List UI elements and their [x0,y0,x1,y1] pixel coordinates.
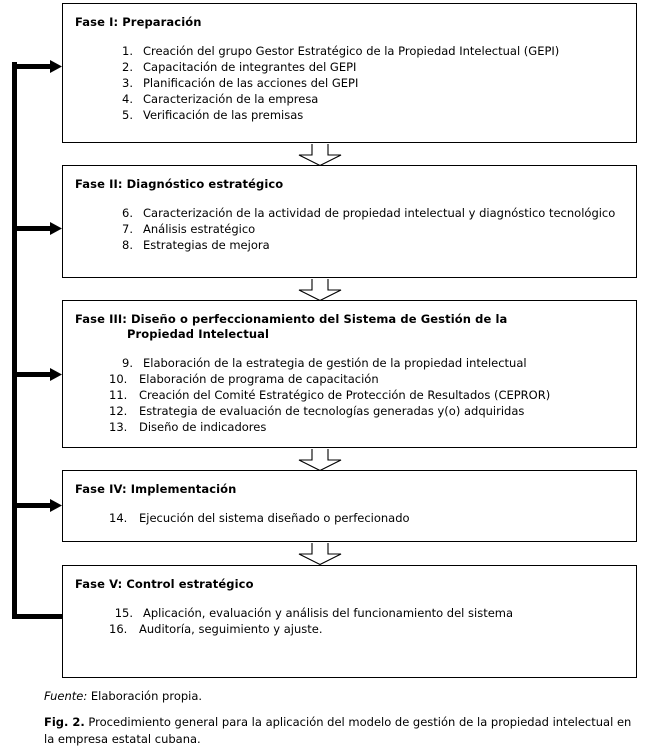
phase-title: Fase V: Control estratégico [75,577,254,591]
phase-title-continuation: Propiedad Intelectual [127,327,270,341]
down-block-arrow-icon [296,144,344,166]
list-item: 8. Estrategias de mejora [109,237,622,253]
phase-title: Fase II: Diagnóstico estratégico [75,177,284,191]
source-text: Elaboración propia. [87,689,203,703]
step-number: 3. [122,76,133,90]
step-text: Estrategia de evaluación de tecnologías … [139,404,525,418]
step-text: Aplicación, evaluación y análisis del fu… [143,606,514,620]
list-item: 7. Análisis estratégico [109,221,622,237]
step-text: Elaboración de la estrategia de gestión … [143,356,527,370]
figure-label: Fig. 2. [44,715,85,729]
step-list: 14. Ejecución del sistema diseñado o perf… [63,510,636,526]
step-number: 10. [109,372,128,386]
phase-title: Fase I: Preparación [75,15,202,29]
list-item: 16. Auditoría, seguimiento y ajuste. [109,621,622,637]
phase-title: Fase IV: Implementación [75,482,237,496]
step-text: Caracterización de la empresa [143,92,319,106]
step-number: 6. [122,206,133,220]
step-text: Creación del Comité Estratégico de Prote… [139,388,551,402]
list-item: 10. Elaboración de programa de capacitaci… [109,371,622,387]
step-number: 15. [114,606,133,620]
step-number: 16. [109,622,128,636]
step-text: Ejecución del sistema diseñado o perfeci… [139,511,410,525]
step-number: 9. [122,356,133,370]
step-list: 6. Caracterización de la actividad de pro… [63,205,636,253]
down-block-arrow-icon [296,543,344,565]
step-text: Estrategias de mejora [143,238,270,252]
figure-caption: Fig. 2. Procedimiento general para la ap… [44,714,634,748]
list-item: 15. Aplicación, evaluación y análisis del… [109,605,622,621]
list-item: 4. Caracterización de la empresa [109,91,622,107]
step-text: Análisis estratégico [143,222,256,236]
step-number: 13. [109,420,128,434]
flowchart-diagram: Fase I: Preparación 1. Creación del grupo… [0,0,637,690]
step-number: 2. [122,60,133,74]
feedback-loop-arrows-icon [0,0,70,690]
step-number: 1. [122,44,133,58]
step-text: Diseño de indicadores [139,420,267,434]
phase-box-fase-5: Fase V: Control estratégico 15. Aplicació… [62,565,637,678]
step-list: 15. Aplicación, evaluación y análisis del… [63,605,636,637]
step-text: Elaboración de programa de capacitación [139,372,379,386]
phase-title: Fase III: Diseño o perfeccionamiento del… [75,312,636,342]
list-item: 14. Ejecución del sistema diseñado o perf… [109,510,622,526]
list-item: 6. Caracterización de la actividad de pro… [109,205,622,221]
step-text: Verificación de las premisas [143,108,304,122]
list-item: 2. Capacitación de integrantes del GEPI [109,59,622,75]
step-number: 4. [122,92,133,106]
list-item: 9. Elaboración de la estrategia de gestió… [109,355,622,371]
list-item: 5. Verificación de las premisas [109,107,622,123]
step-text: Creación del grupo Gestor Estratégico de… [143,44,560,58]
list-item: 3. Planificación de las acciones del GEPI [109,75,622,91]
step-text: Auditoría, seguimiento y ajuste. [139,622,323,636]
step-number: 7. [122,222,133,236]
step-number: 12. [109,404,128,418]
phase-box-fase-2: Fase II: Diagnóstico estratégico 6. Carac… [62,165,637,278]
step-text: Planificación de las acciones del GEPI [143,76,359,90]
list-item: 11. Creación del Comité Estratégico de Pr… [109,387,622,403]
down-block-arrow-icon [296,279,344,301]
down-block-arrow-icon [296,449,344,471]
step-text: Caracterización de la actividad de propi… [143,206,616,220]
step-number: 11. [109,388,128,402]
source-line: Fuente: Elaboración propia. [44,688,634,704]
step-number: 5. [122,108,133,122]
figure-caption-block: Fuente: Elaboración propia. Fig. 2. Proc… [44,688,634,748]
step-number: 8. [122,238,133,252]
list-item: 1. Creación del grupo Gestor Estratégico … [109,43,622,59]
list-item: 12. Estrategia de evaluación de tecnologí… [109,403,622,419]
figure-caption-text: Procedimiento general para la aplicación… [44,715,632,746]
source-label: Fuente: [44,689,88,703]
step-text: Capacitación de integrantes del GEPI [143,60,357,74]
step-list: 9. Elaboración de la estrategia de gestió… [63,355,636,435]
phase-box-fase-1: Fase I: Preparación 1. Creación del grupo… [62,3,637,143]
step-list: 1. Creación del grupo Gestor Estratégico … [63,43,636,123]
phase-box-fase-3: Fase III: Diseño o perfeccionamiento del… [62,300,637,448]
step-number: 14. [109,511,128,525]
phase-box-fase-4: Fase IV: Implementación 14. Ejecución del… [62,470,637,542]
list-item: 13. Diseño de indicadores [109,419,622,435]
